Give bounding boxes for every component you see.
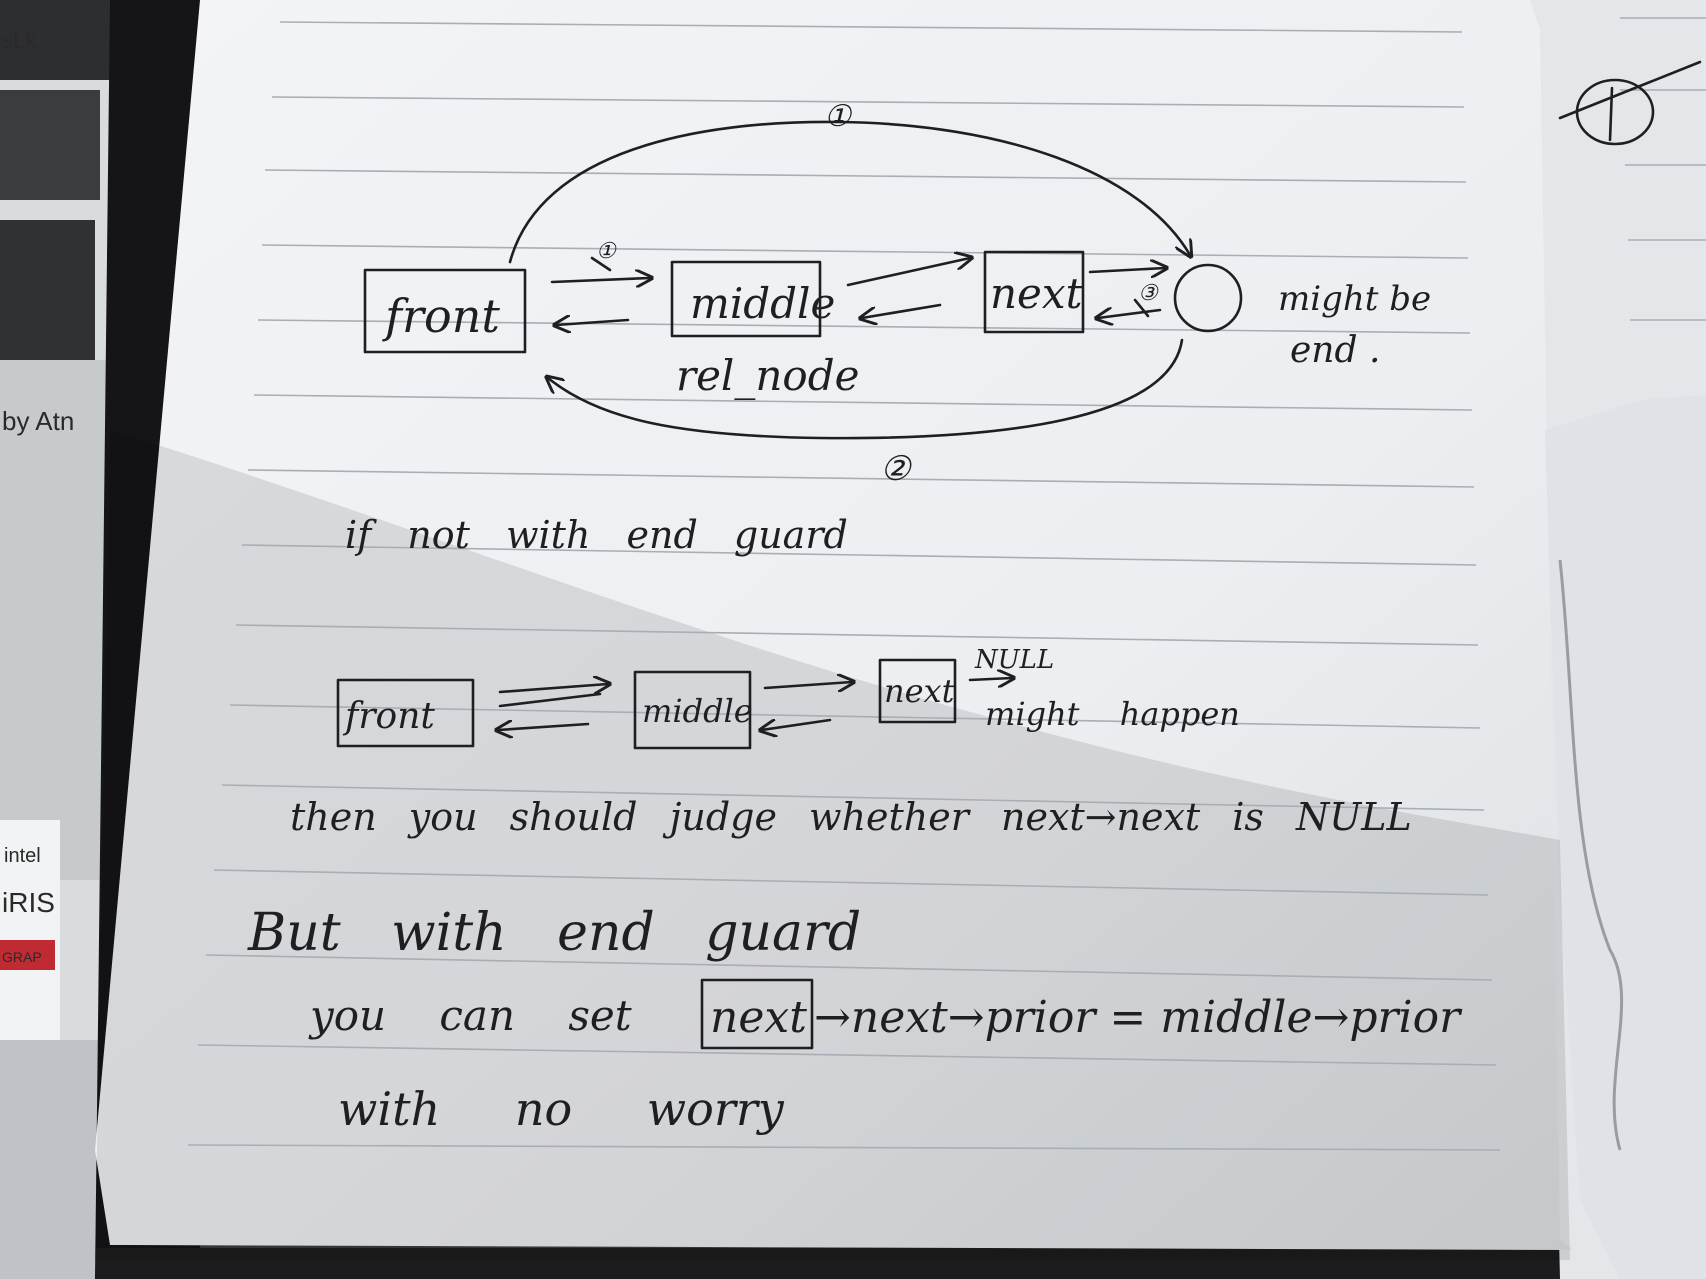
node-next-label: next xyxy=(990,269,1083,318)
node-middle-box xyxy=(670,260,822,338)
arrow-end-next xyxy=(1098,310,1162,318)
heading-without-guard: if not with end guard xyxy=(345,513,848,557)
page-shadow xyxy=(1558,559,1624,1151)
small-middle-label: middle xyxy=(642,692,753,730)
top-diagram xyxy=(363,120,1243,440)
loop-arrow-2 xyxy=(548,338,1184,440)
small-next-label: next xyxy=(884,672,955,710)
sticker-graphics: GRAP xyxy=(2,949,42,965)
laptop-text-top: sLk xyxy=(2,28,37,53)
arrow-middle-next xyxy=(846,258,970,287)
step-marker-2: ② xyxy=(880,449,912,489)
end-note-line-2: end . xyxy=(1290,330,1380,371)
step-marker-3: ③ xyxy=(1138,281,1159,306)
loop-arrow-1 xyxy=(508,120,1190,264)
cross-mark-3 xyxy=(1133,298,1150,318)
arrow-next-end xyxy=(1088,268,1165,272)
small-front-box xyxy=(336,678,475,748)
laptop-text-byline: by Atn xyxy=(2,406,74,436)
small-next-box xyxy=(878,658,957,724)
end-note-line-1: might be xyxy=(1278,279,1431,319)
node-middle-label: middle xyxy=(690,279,835,328)
end-guard-node xyxy=(1173,263,1243,333)
boxed-next-term: next xyxy=(710,992,807,1043)
consequence-line: then you should judge whether next→next … xyxy=(290,795,1412,839)
closing-line: with no worry xyxy=(338,1082,785,1136)
small-middle-box xyxy=(633,670,752,750)
boxed-next-outline xyxy=(700,978,814,1050)
heading-with-guard: But with end guard xyxy=(247,903,861,963)
small-front-label: front xyxy=(342,696,435,737)
node-next-box xyxy=(983,250,1085,334)
with-guard-statement: →next→prior = middle→prior xyxy=(814,992,1463,1043)
arrow-front-middle xyxy=(550,278,650,282)
arrow-next-middle xyxy=(862,303,942,318)
page-rules xyxy=(187,21,1501,1151)
middle-caption: rel_node xyxy=(676,351,859,400)
null-label: NULL xyxy=(974,645,1054,675)
step-marker-1: ① xyxy=(824,99,853,134)
step-marker-small-1: ① xyxy=(596,239,617,264)
torn-page-flap xyxy=(1545,395,1706,1279)
arrow-middle-front xyxy=(556,320,630,325)
cover-bottom xyxy=(96,1248,1706,1279)
might-happen-label: might happen xyxy=(985,695,1240,733)
with-guard-prefix: you can set xyxy=(308,991,632,1040)
sticker-iris: iRIS xyxy=(2,887,55,918)
shadow-overlay xyxy=(95,430,1570,1260)
right-page-sketch xyxy=(1558,60,1702,146)
laptop-background xyxy=(0,0,120,1279)
cross-mark-1 xyxy=(590,256,612,272)
small-diagram xyxy=(336,658,1012,750)
sticker-intel: intel xyxy=(4,845,41,867)
node-front-label: front xyxy=(382,289,500,343)
main-page xyxy=(95,0,1575,1250)
node-front-box xyxy=(363,268,527,354)
